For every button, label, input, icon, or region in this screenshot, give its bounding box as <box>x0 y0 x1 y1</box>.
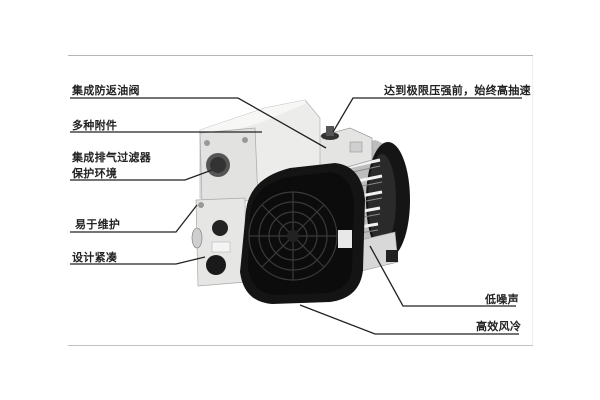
label-exhaust-filter-line2: 保护环境 <box>72 167 118 180</box>
leader-line-anti-suckback-valve <box>70 97 327 149</box>
frame-bottom-border <box>68 345 533 346</box>
leader-lines <box>70 97 522 335</box>
label-anti-suckback-valve: 集成防返油阀 <box>72 84 140 97</box>
leader-line-maintenance <box>70 204 198 233</box>
frame-top-border <box>68 55 533 56</box>
terminal-box <box>305 126 373 173</box>
label-air-cooling: 高效风冷 <box>476 320 522 333</box>
leader-line-low-noise <box>369 245 516 307</box>
label-accessories: 多种附件 <box>72 119 118 132</box>
leader-line-pumping-speed <box>332 97 522 133</box>
leader-line-exhaust-filter <box>70 169 213 181</box>
fan-cover <box>240 163 365 304</box>
frame-right-border <box>532 56 533 346</box>
leader-line-air-cooling <box>299 304 519 335</box>
leader-line-compact <box>70 256 206 265</box>
label-low-noise: 低噪声 <box>485 293 519 306</box>
label-pumping-speed: 达到极限压强前，始终高抽速 <box>384 84 531 97</box>
label-exhaust-filter-line1: 集成排气过滤器 <box>72 151 152 164</box>
label-compact: 设计紧凑 <box>72 251 118 264</box>
label-maintenance: 易于维护 <box>75 218 121 231</box>
